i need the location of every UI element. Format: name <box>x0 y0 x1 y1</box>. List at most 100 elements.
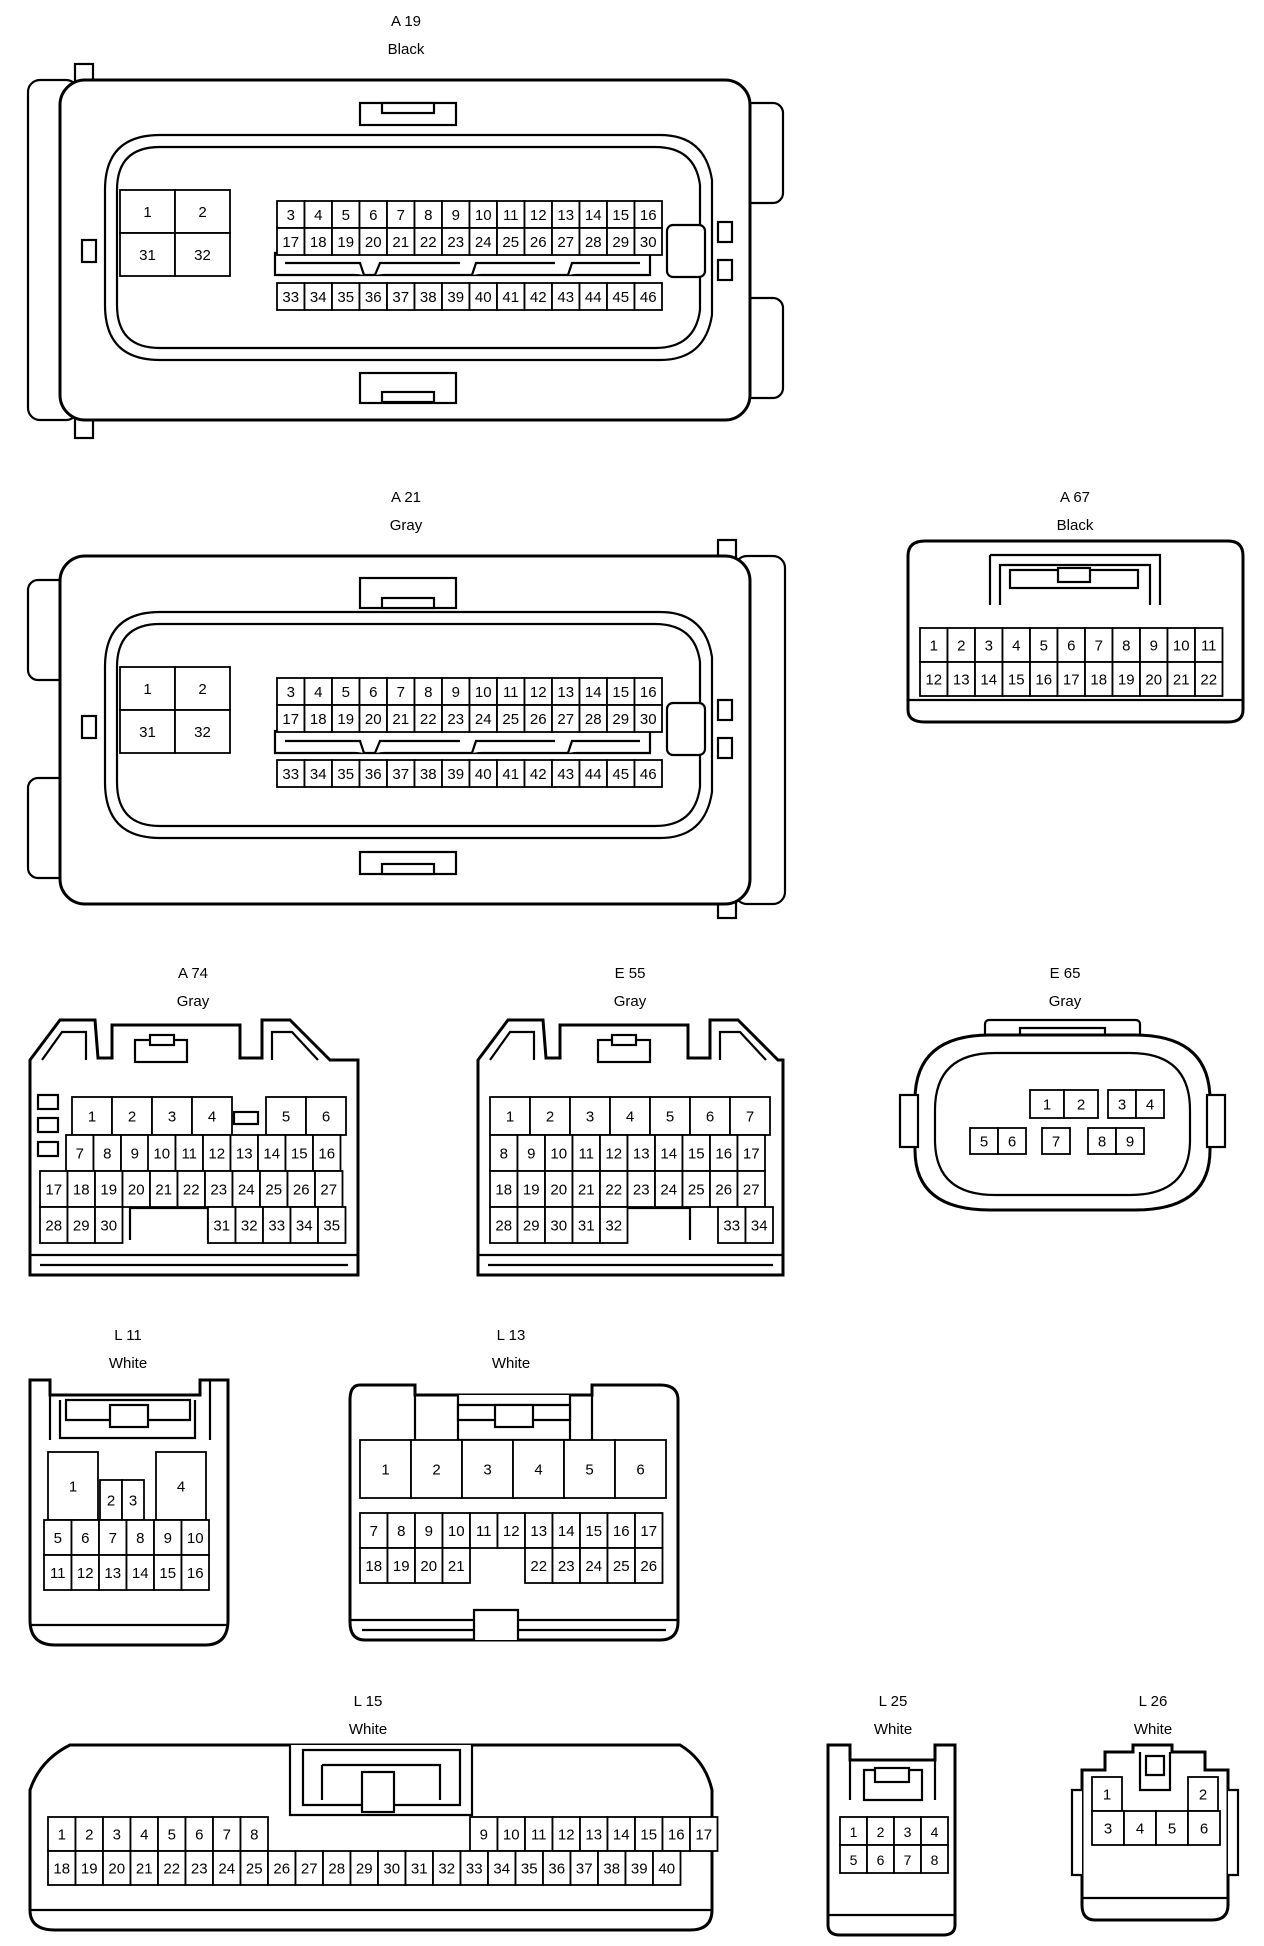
pin-number: 17 <box>1063 672 1080 689</box>
pin-cell <box>180 1554 210 1591</box>
pin-number: 27 <box>301 1861 318 1878</box>
pin-number: 16 <box>640 684 657 701</box>
pin-number: 33 <box>282 289 299 306</box>
pin-number: 21 <box>155 1182 172 1199</box>
pin-number: 14 <box>613 1827 630 1844</box>
pin-number: 8 <box>136 1530 144 1547</box>
pin-cell <box>1084 661 1114 697</box>
pin-cell <box>523 704 553 733</box>
connector-l26-id: L 26 <box>1139 1693 1168 1710</box>
pin-cell <box>974 627 1004 663</box>
pin-number: 13 <box>557 207 574 224</box>
pin-number: 10 <box>187 1530 204 1547</box>
pin-number: 34 <box>751 1218 768 1235</box>
pin-number: 2 <box>198 681 206 698</box>
pin-number: 9 <box>164 1530 172 1547</box>
pin-number: 25 <box>613 1558 630 1575</box>
pin-number: 18 <box>1090 672 1107 689</box>
connector-l15-color: White <box>349 1721 387 1738</box>
pin-number: 15 <box>640 1827 657 1844</box>
pin-number: 16 <box>318 1146 335 1163</box>
pin-cell <box>599 1134 629 1172</box>
pin-number: 19 <box>523 1182 540 1199</box>
connector-l26-color: White <box>1134 1721 1172 1738</box>
pin-number: 20 <box>128 1182 145 1199</box>
pin-cell <box>496 1816 526 1852</box>
pin-number: 46 <box>640 766 657 783</box>
pin-cell <box>157 1850 187 1886</box>
pin-number: 3 <box>985 638 993 655</box>
pin-number: 38 <box>603 1861 620 1878</box>
pin-number: 4 <box>314 684 322 701</box>
pin-number: 18 <box>495 1182 512 1199</box>
pin-cell <box>184 1850 214 1886</box>
pin-number: 14 <box>132 1565 149 1582</box>
pin-number: 46 <box>640 289 657 306</box>
pin-cell <box>1139 661 1169 697</box>
pin-cell <box>551 677 581 706</box>
pin-number: 7 <box>76 1146 84 1163</box>
pin-number: 22 <box>1200 672 1217 689</box>
pin-cell <box>661 1816 691 1852</box>
pin-number: 11 <box>476 1523 492 1540</box>
pin-cell <box>489 1170 519 1208</box>
pin-number: 11 <box>1201 638 1217 655</box>
pin-number: 28 <box>585 711 602 728</box>
pin-number: 39 <box>631 1861 648 1878</box>
pin-cell <box>413 200 443 229</box>
pin-cell <box>634 1547 664 1584</box>
pin-number: 1 <box>143 681 151 698</box>
pin-cell <box>174 189 231 234</box>
pin-number: 23 <box>210 1182 227 1199</box>
pin-number: 5 <box>282 1109 290 1126</box>
pin-number: 9 <box>527 1146 535 1163</box>
pin-number: 3 <box>1118 1097 1126 1114</box>
pin-number: 15 <box>612 207 629 224</box>
pin-cell <box>331 704 361 733</box>
pin-number: 5 <box>168 1827 176 1844</box>
pin-cell <box>597 1850 627 1886</box>
pin-number: 6 <box>1008 1134 1016 1151</box>
pin-number: 2 <box>546 1109 554 1126</box>
pin-cell <box>331 282 361 311</box>
pin-cell <box>634 1816 664 1852</box>
pin-number: 19 <box>393 1558 410 1575</box>
pin-number: 13 <box>953 672 970 689</box>
pin-cell <box>606 282 636 311</box>
pin-number: 23 <box>191 1861 208 1878</box>
connector-l25-id: L 25 <box>879 1693 908 1710</box>
pin-number: 17 <box>640 1523 657 1540</box>
pin-cell <box>358 759 388 788</box>
pin-number: 1 <box>381 1462 389 1479</box>
pin-number: 2 <box>957 638 965 655</box>
pin-number: 14 <box>585 684 602 701</box>
pin-number: 1 <box>143 204 151 221</box>
pin-number: 24 <box>585 1558 602 1575</box>
pin-cell <box>294 1850 324 1886</box>
connector-a21-color: Gray <box>390 517 423 534</box>
connector-l11-color: White <box>109 1355 147 1372</box>
connector-a74-id: A 74 <box>178 965 208 982</box>
pin-number: 15 <box>688 1146 705 1163</box>
pin-cell <box>121 1170 151 1208</box>
pin-number: 31 <box>411 1861 428 1878</box>
pin-cell <box>649 1096 691 1136</box>
pin-number: 13 <box>104 1565 121 1582</box>
pin-number: 12 <box>503 1523 520 1540</box>
pin-number: 2 <box>1077 1097 1085 1114</box>
pin-cell <box>284 1134 314 1172</box>
pin-number: 10 <box>448 1523 465 1540</box>
pin-number: 19 <box>81 1861 98 1878</box>
pin-number: 3 <box>287 207 295 224</box>
pin-number: 37 <box>392 766 409 783</box>
connector-e65-id: E 65 <box>1050 965 1081 982</box>
pin-number: 11 <box>181 1146 197 1163</box>
pin-number: 27 <box>557 711 574 728</box>
pin-cell <box>1041 1127 1071 1155</box>
pin-cell <box>1063 1089 1099 1119</box>
pin-cell <box>331 227 361 256</box>
pin-number: 20 <box>550 1182 567 1199</box>
pin-number: 12 <box>530 207 547 224</box>
pin-cell <box>349 1850 379 1886</box>
pin-cell <box>633 704 663 733</box>
